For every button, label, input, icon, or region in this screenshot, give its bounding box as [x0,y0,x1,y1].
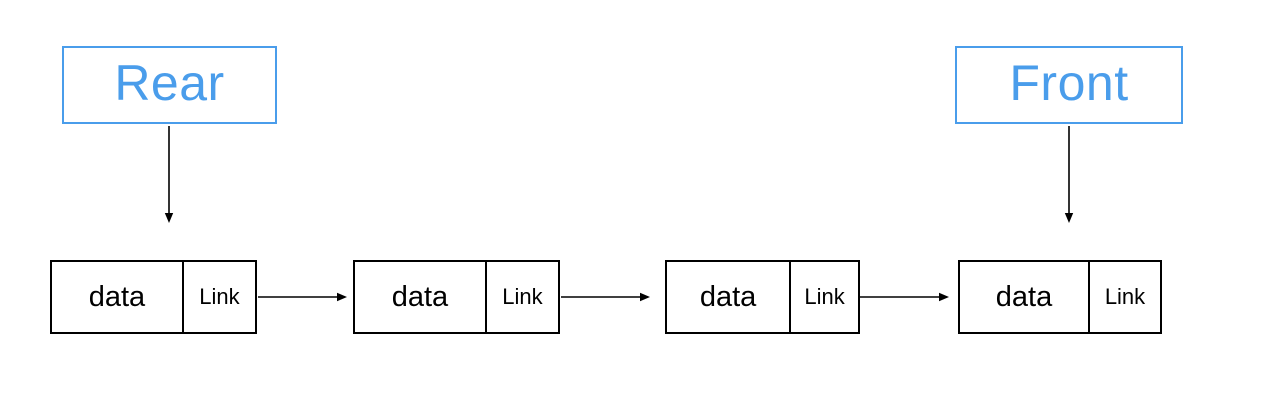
node-2-data-cell: data [355,262,487,332]
rear-pointer-label: Rear [114,55,225,111]
rear-pointer-box: Rear [62,46,277,124]
node-4-link-cell: Link [1104,284,1146,309]
link-arrow-3-icon [860,292,949,302]
node-2-link-cell: Link [502,284,543,309]
list-node-4: data Link [958,260,1162,334]
front-pointer-box: Front [955,46,1183,124]
node-3-data-cell: data [667,262,792,332]
list-node-1: data Link [50,260,257,334]
link-arrow-1-icon [258,292,347,302]
node-1-link-cell: Link [199,284,240,309]
link-arrow-2-icon [561,292,650,302]
node-1-data-cell: data [52,262,184,332]
node-4-data-cell: data [960,262,1090,332]
node-3-link-cell: Link [804,284,845,309]
rear-arrow-down-icon [164,126,174,223]
list-node-3: data Link [665,260,860,334]
front-arrow-down-icon [1064,126,1074,223]
list-node-2: data Link [353,260,560,334]
front-pointer-label: Front [1009,55,1129,111]
